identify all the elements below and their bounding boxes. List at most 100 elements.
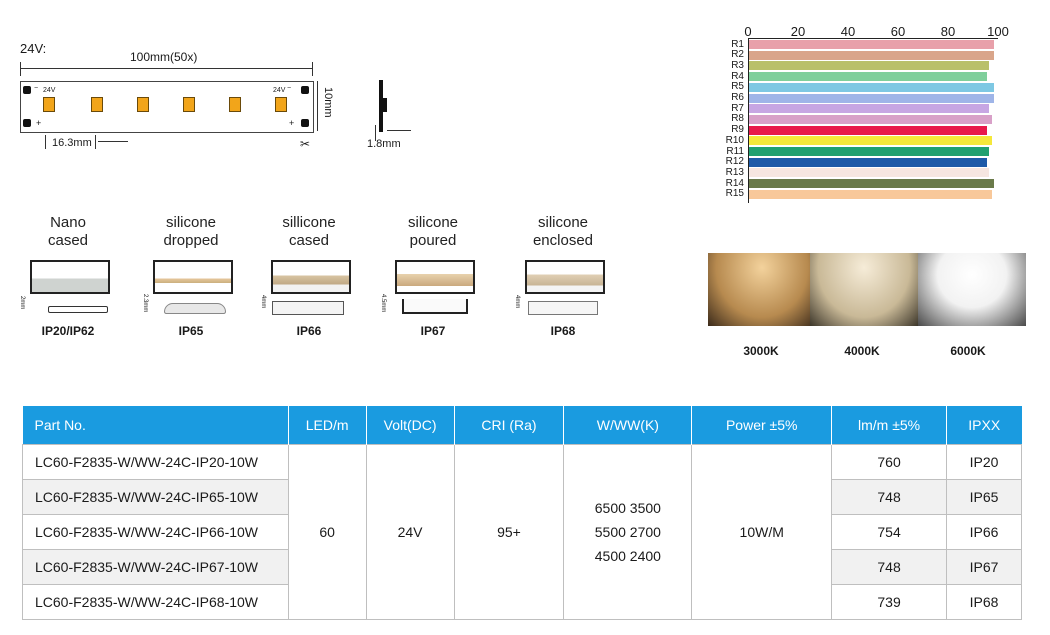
ip-rating: IP20/IP62	[41, 324, 95, 338]
cct-label: 6000K	[950, 344, 986, 358]
enc-title-line1: sillicone	[282, 214, 336, 231]
cri-axis-tick: 80	[940, 24, 956, 39]
cri-axis-line	[748, 38, 998, 39]
cri-bar	[749, 50, 994, 60]
table-row: LC60-F2835-W/WW-24C-IP20-10W 60 24V 95+ …	[22, 444, 1022, 620]
column-header: W/WW(K)	[563, 406, 693, 445]
led-chip	[275, 97, 287, 112]
table-row: LC60-F2835-W/WW-24C-IP67-10W 748 IP67	[22, 549, 1022, 585]
encapsulation-cased: sillicone cased 4mm IP66	[254, 214, 364, 338]
cri-axis-tick: 40	[840, 24, 856, 39]
cri-bar	[749, 168, 989, 178]
cri-category-label: R5	[731, 81, 744, 93]
spec-table: Part No. LED/m Volt(DC) CRI (Ra) W/WW(K)…	[22, 406, 1022, 620]
ip-cell: IP68	[946, 584, 1022, 620]
cri-bar	[749, 114, 992, 124]
cri-axis-tick: 60	[890, 24, 906, 39]
encapsulation-enclosed: silicone enclosed 4mm IP68	[508, 214, 618, 338]
width-dimension-line	[317, 81, 318, 131]
enc-height-label: 4mm	[260, 295, 266, 309]
table-row: LC60-F2835-W/WW-24C-IP68-10W 739 IP68	[22, 584, 1022, 620]
lumen-cell: 748	[831, 549, 947, 585]
cri-category-label: R13	[725, 166, 744, 178]
ip-rating: IP67	[420, 324, 446, 338]
lumen-cell: 760	[831, 444, 947, 480]
cri-category-label: R14	[725, 177, 744, 189]
cri-category-label: R6	[731, 92, 744, 103]
thickness-arrow	[387, 130, 411, 131]
led-profile	[383, 98, 387, 112]
dim-tick	[312, 62, 313, 76]
enc-photo	[395, 260, 475, 294]
cri-category-label: R2	[731, 49, 744, 61]
photo-6000k	[918, 253, 1026, 326]
enc-title-line1: Nano	[50, 214, 86, 231]
cri-bar	[749, 40, 994, 49]
enc-photo	[30, 260, 110, 294]
pad-minus: −	[34, 85, 39, 92]
enc-title-line2: cased	[47, 232, 89, 249]
cri-category-label: R8	[731, 113, 744, 125]
cct-cell: 6500 3500 5500 2700 4500 2400	[563, 444, 693, 620]
pitch-label: 16.3mm	[52, 137, 92, 149]
cri-axis-line	[748, 38, 749, 203]
cri-bar	[749, 189, 992, 199]
cct-label: 4000K	[844, 344, 880, 358]
enc-profile: 2.3mm	[136, 294, 246, 322]
pitch-tick	[45, 135, 46, 149]
thickness-label: 1.8mm	[367, 138, 401, 150]
enc-title-line1: silicone	[537, 214, 589, 231]
led-strip-drawing: − 24V + 24V − +	[20, 81, 314, 133]
column-header: Part No.	[22, 406, 289, 445]
voltage-label: 24V:	[20, 41, 47, 56]
pad-plus: +	[36, 118, 42, 128]
table-header-row: Part No. LED/m Volt(DC) CRI (Ra) W/WW(K)…	[22, 406, 1022, 445]
column-header: Power ±5%	[691, 406, 833, 445]
pitch-arrow	[98, 141, 128, 142]
ip-rating: IP66	[296, 324, 322, 338]
ip-cell: IP66	[946, 514, 1022, 550]
enc-height-label: 2mm	[19, 296, 25, 310]
enc-profile: 4.5mm	[378, 294, 488, 322]
part-number-cell: LC60-F2835-W/WW-24C-IP67-10W	[22, 549, 289, 585]
enc-title-line2: poured	[409, 232, 457, 249]
cri-category-label: R15	[725, 188, 744, 200]
strip-profile	[379, 80, 383, 132]
cri-category-label: R12	[725, 156, 744, 168]
cri-category-label: R10	[725, 134, 744, 146]
encapsulation-poured: silicone poured 4.5mm IP67	[378, 214, 488, 338]
enc-title-line2: enclosed	[532, 232, 594, 249]
ip-rating: IP65	[178, 324, 204, 338]
ip-cell: IP65	[946, 479, 1022, 515]
led-chip	[137, 97, 149, 112]
cri-bar	[749, 157, 987, 167]
enc-photo	[271, 260, 351, 294]
lumen-cell: 739	[831, 584, 947, 620]
enc-profile: 4mm	[254, 294, 364, 322]
cct-line: 6500 3500	[594, 500, 661, 516]
enc-title-line1: silicone	[165, 214, 217, 231]
cct-line: 5500 2700	[594, 524, 661, 540]
voltage-cell: 24V	[365, 444, 455, 620]
cri-bar	[749, 136, 992, 146]
cct-label: 3000K	[743, 344, 779, 358]
cri-bar	[749, 93, 994, 103]
enc-title-line1: silicone	[407, 214, 459, 231]
cri-axis-tick: 0	[744, 24, 752, 39]
led-per-meter-cell: 60	[287, 444, 367, 620]
enc-photo	[525, 260, 605, 294]
lumen-cell: 754	[831, 514, 947, 550]
led-chip	[183, 97, 195, 112]
photo-4000k	[810, 253, 918, 326]
cri-cell: 95+	[453, 444, 565, 620]
enc-profile: 2mm	[13, 294, 123, 322]
cri-category-label: R11	[726, 145, 744, 157]
cct-line: 4500 2400	[594, 548, 661, 564]
cri-axis-tick: 20	[790, 24, 806, 39]
enc-height-label: 2.3mm	[142, 294, 148, 313]
cri-bar	[749, 147, 989, 156]
led-chip	[43, 97, 55, 112]
cri-bar	[749, 82, 994, 92]
photo-3000k	[708, 253, 816, 326]
